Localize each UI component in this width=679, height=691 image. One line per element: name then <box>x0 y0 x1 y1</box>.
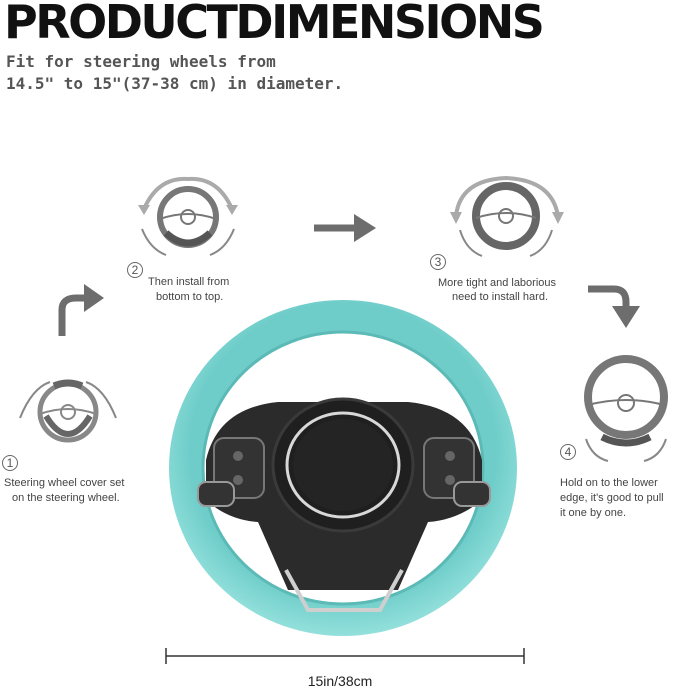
step-2-text-line-1: Then install from <box>148 276 230 288</box>
step-4-text-line-3: it one by one. <box>560 507 627 519</box>
measurement-label: 15in/38cm <box>307 673 373 689</box>
step-3-text-line-1: More tight and laborious <box>438 277 557 289</box>
page-title: PRODUCTDIMENSIONS <box>4 0 545 49</box>
step-4-wheel-icon <box>584 355 668 462</box>
steering-wheel-product-image <box>169 300 517 636</box>
step-3-wheel-icon <box>450 175 564 257</box>
step-1-number: 1 <box>2 455 18 471</box>
step-1-text-line-2: on the steering wheel. <box>12 492 120 504</box>
step-1-text-line-1: Steering wheel cover set <box>4 477 125 489</box>
subtitle-line-1: Fit for steering wheels from <box>6 52 276 71</box>
measurement-line <box>165 648 525 664</box>
arrow-right-icon <box>314 214 376 242</box>
arrow-up-right-icon <box>58 284 104 336</box>
step-3-text-line-2: need to install hard. <box>452 291 549 303</box>
step-4-text-line-2: edge, it's good to pull <box>560 492 664 504</box>
step-1-wheel-icon <box>19 379 117 443</box>
step-3-number: 3 <box>430 254 446 270</box>
step-4-number: 4 <box>560 444 576 460</box>
arrow-down-right-icon <box>588 285 640 328</box>
step-4-text-line-1: Hold on to the lower <box>560 477 658 489</box>
step-2-wheel-icon <box>138 176 238 256</box>
subtitle-line-2: 14.5" to 15"(37-38 cm) in diameter. <box>6 74 344 93</box>
step-2-text-line-2: bottom to top. <box>156 291 224 303</box>
step-2-number: 2 <box>127 262 143 278</box>
